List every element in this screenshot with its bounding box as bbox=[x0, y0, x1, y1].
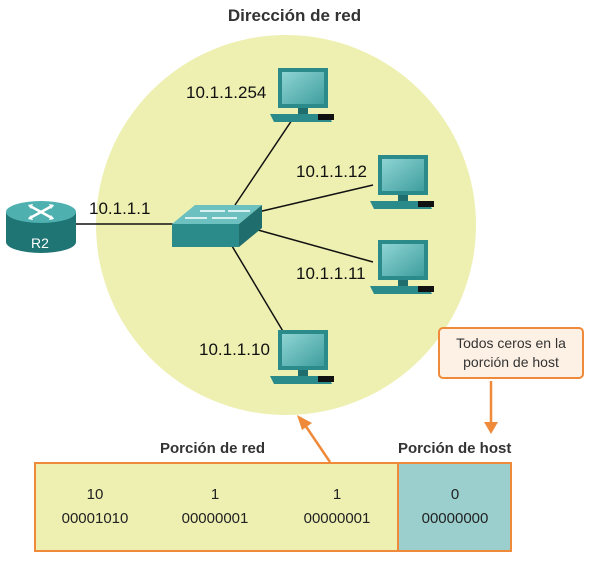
pc-icon-host-254 bbox=[270, 68, 334, 122]
octet-3: 1 00000001 bbox=[282, 486, 392, 527]
host-ip-label-254: 10.1.1.254 bbox=[186, 83, 267, 102]
router-ip-label: 10.1.1.1 bbox=[89, 199, 151, 218]
host-zeros-callout: Todos ceros en la porción de host bbox=[438, 327, 584, 379]
diagram-title: Dirección de red bbox=[227, 6, 362, 25]
network-portion-header: Porción de red bbox=[160, 440, 266, 457]
link-switch-host-11 bbox=[257, 229, 374, 263]
octet-4-binary: 00000000 bbox=[421, 510, 489, 527]
links bbox=[75, 119, 374, 344]
octet-3-decimal: 1 bbox=[332, 486, 342, 503]
network-area bbox=[96, 35, 476, 415]
callout-line-2: porción de host bbox=[463, 354, 559, 370]
octet-2: 1 00000001 bbox=[160, 486, 270, 527]
router-name-label: R2 bbox=[31, 235, 49, 251]
link-switch-host-254 bbox=[234, 119, 293, 206]
octet-1: 10 00001010 bbox=[40, 486, 150, 527]
link-switch-host-10 bbox=[231, 245, 291, 344]
link-switch-host-12 bbox=[257, 184, 374, 213]
switch-icon bbox=[172, 205, 262, 247]
host-portion-box bbox=[397, 462, 512, 552]
host-portion-header: Porción de host bbox=[398, 440, 512, 457]
octet-2-binary: 00000001 bbox=[181, 510, 249, 527]
pc-icon-host-11 bbox=[370, 240, 434, 294]
octet-1-binary: 00001010 bbox=[61, 510, 129, 527]
pc-icon-host-10 bbox=[270, 330, 334, 384]
host-ip-label-10: 10.1.1.10 bbox=[199, 340, 270, 359]
host-ip-label-12: 10.1.1.12 bbox=[296, 162, 367, 181]
callout-line-1: Todos ceros en la bbox=[456, 335, 566, 351]
host-ip-label-11: 10.1.1.11 bbox=[296, 264, 366, 283]
router-icon bbox=[6, 201, 76, 253]
octet-1-decimal: 10 bbox=[86, 486, 104, 503]
octet-4: 0 00000000 bbox=[400, 486, 510, 527]
octet-2-decimal: 1 bbox=[210, 486, 220, 503]
arrow-to-network bbox=[297, 415, 332, 463]
pc-icon-host-12 bbox=[370, 155, 434, 209]
arrow-to-host bbox=[484, 381, 498, 434]
octet-4-decimal: 0 bbox=[450, 486, 460, 503]
octet-3-binary: 00000001 bbox=[303, 510, 371, 527]
